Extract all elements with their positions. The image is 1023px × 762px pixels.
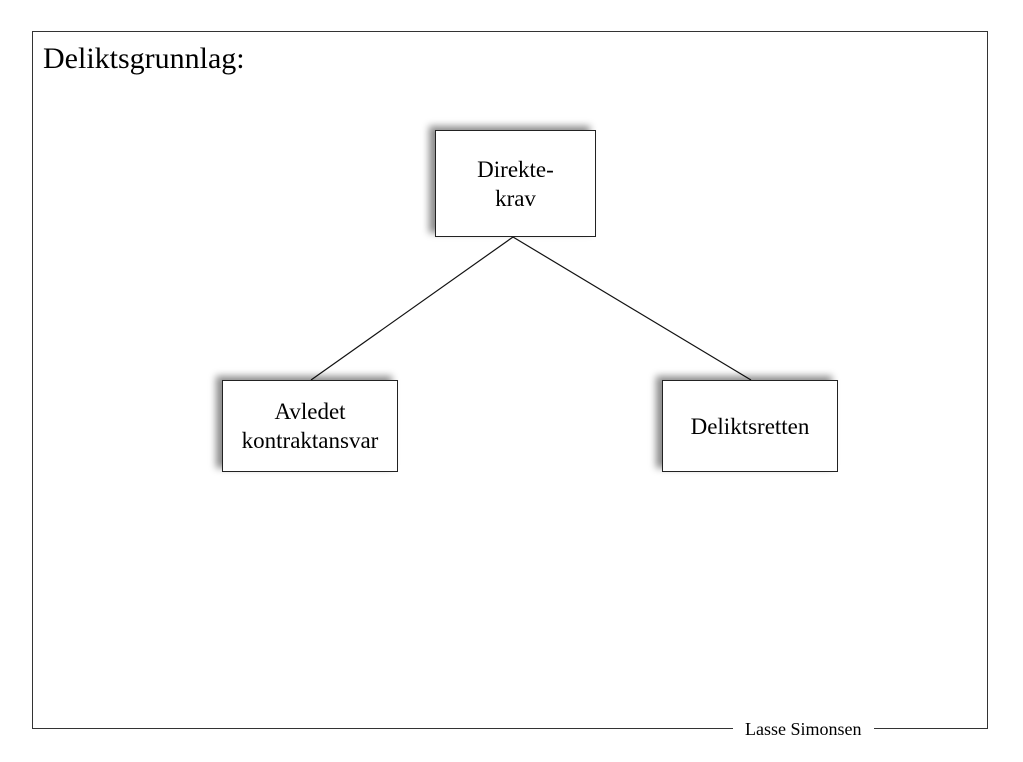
node-direkte-krav: Direkte- krav xyxy=(435,130,596,237)
node-label-line: Direkte- xyxy=(477,156,554,182)
node-avledet-kontraktansvar: Avledet kontraktansvar xyxy=(222,380,398,472)
author-footer: Lasse Simonsen xyxy=(733,718,874,740)
slide-frame xyxy=(32,31,988,729)
node-deliktsretten: Deliktsretten xyxy=(662,380,838,472)
connector-root-to-right xyxy=(512,236,752,381)
connector-root-to-left xyxy=(310,236,514,381)
slide-title: Deliktsgrunnlag: xyxy=(43,42,245,75)
node-label-line: krav xyxy=(495,185,536,211)
node-label-line: Avledet xyxy=(274,399,346,424)
node-label-line: kontraktansvar xyxy=(241,428,379,453)
node-label-line: Deliktsretten xyxy=(690,413,810,439)
